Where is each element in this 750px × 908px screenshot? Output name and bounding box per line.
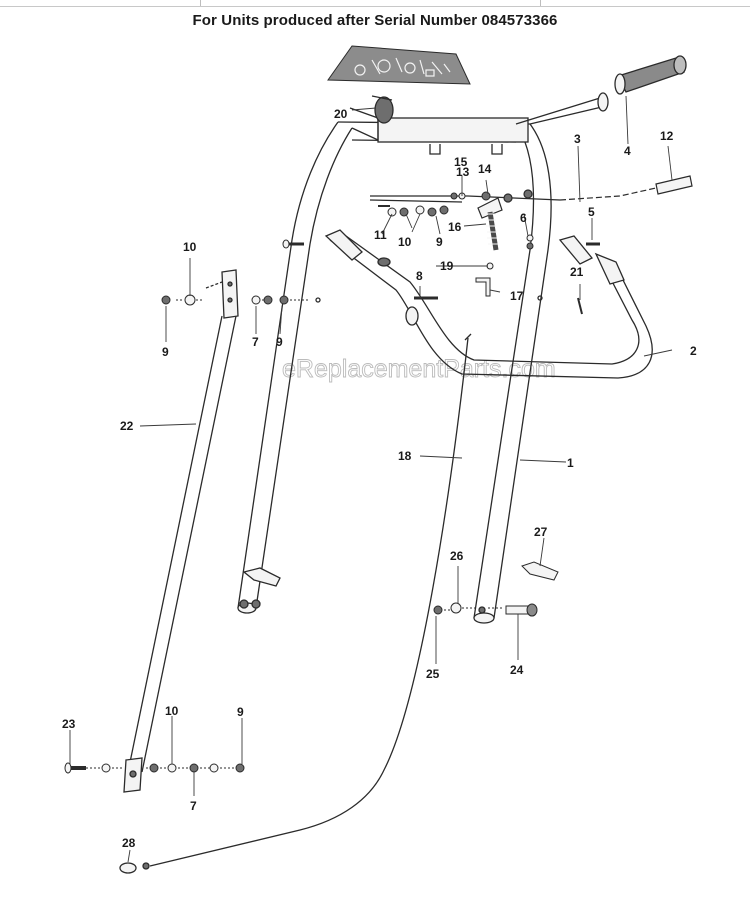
lever-top-hardware <box>161 294 310 306</box>
callout-4: 4 <box>624 144 631 158</box>
callout-17: 17 <box>510 289 524 303</box>
callout-5: 5 <box>588 205 595 219</box>
callout-16: 16 <box>448 220 462 234</box>
callout-27: 27 <box>534 525 548 539</box>
top-hardware <box>282 191 600 315</box>
top-frame-border <box>0 0 750 7</box>
callout-9: 9 <box>276 335 283 349</box>
callout-labels: 1 2 3 4 5 6 7 7 8 9 9 9 9 10 10 10 11 12… <box>62 107 697 850</box>
callout-28: 28 <box>122 836 136 850</box>
lever-bottom-hardware <box>64 762 245 774</box>
callout-10: 10 <box>183 240 197 254</box>
watermark-text: eReplacementParts.com <box>282 355 556 383</box>
handle-grip <box>614 55 687 95</box>
callout-22: 22 <box>120 419 134 433</box>
upper-handle <box>237 92 609 624</box>
callout-14: 14 <box>478 162 492 176</box>
loop-handle <box>324 229 653 379</box>
callout-10: 10 <box>165 704 179 718</box>
callout-12: 12 <box>660 129 674 143</box>
callout-7: 7 <box>190 799 197 813</box>
callout-3: 3 <box>574 132 581 146</box>
callout-20: 20 <box>334 107 348 121</box>
callout-2: 2 <box>690 344 697 358</box>
callout-15: 15 <box>454 155 468 169</box>
frame-divider <box>200 0 201 6</box>
frame-divider <box>540 0 541 6</box>
callout-26: 26 <box>450 549 464 563</box>
callout-11: 11 <box>374 228 387 242</box>
diagram-title: For Units produced after Serial Number 0… <box>192 12 558 29</box>
lower-right-hardware <box>433 561 559 617</box>
lever-rod <box>123 269 239 793</box>
callout-6: 6 <box>520 211 527 225</box>
cable <box>119 333 472 874</box>
callout-21: 21 <box>570 265 584 279</box>
callout-19: 19 <box>440 259 454 273</box>
callout-9: 9 <box>436 235 443 249</box>
callout-24: 24 <box>510 663 524 677</box>
callout-7: 7 <box>252 335 259 349</box>
callout-1: 1 <box>567 456 574 470</box>
callout-23: 23 <box>62 717 76 731</box>
spring-assembly <box>477 189 533 251</box>
leader-lines <box>69 95 673 863</box>
callout-8: 8 <box>416 269 423 283</box>
callout-9: 9 <box>162 345 169 359</box>
callout-9: 9 <box>237 705 244 719</box>
callout-25: 25 <box>426 667 440 681</box>
control-rod <box>369 175 693 203</box>
decal-plate <box>327 45 471 85</box>
callout-18: 18 <box>398 449 412 463</box>
callout-13: 13 <box>456 165 470 179</box>
callout-10: 10 <box>398 235 412 249</box>
